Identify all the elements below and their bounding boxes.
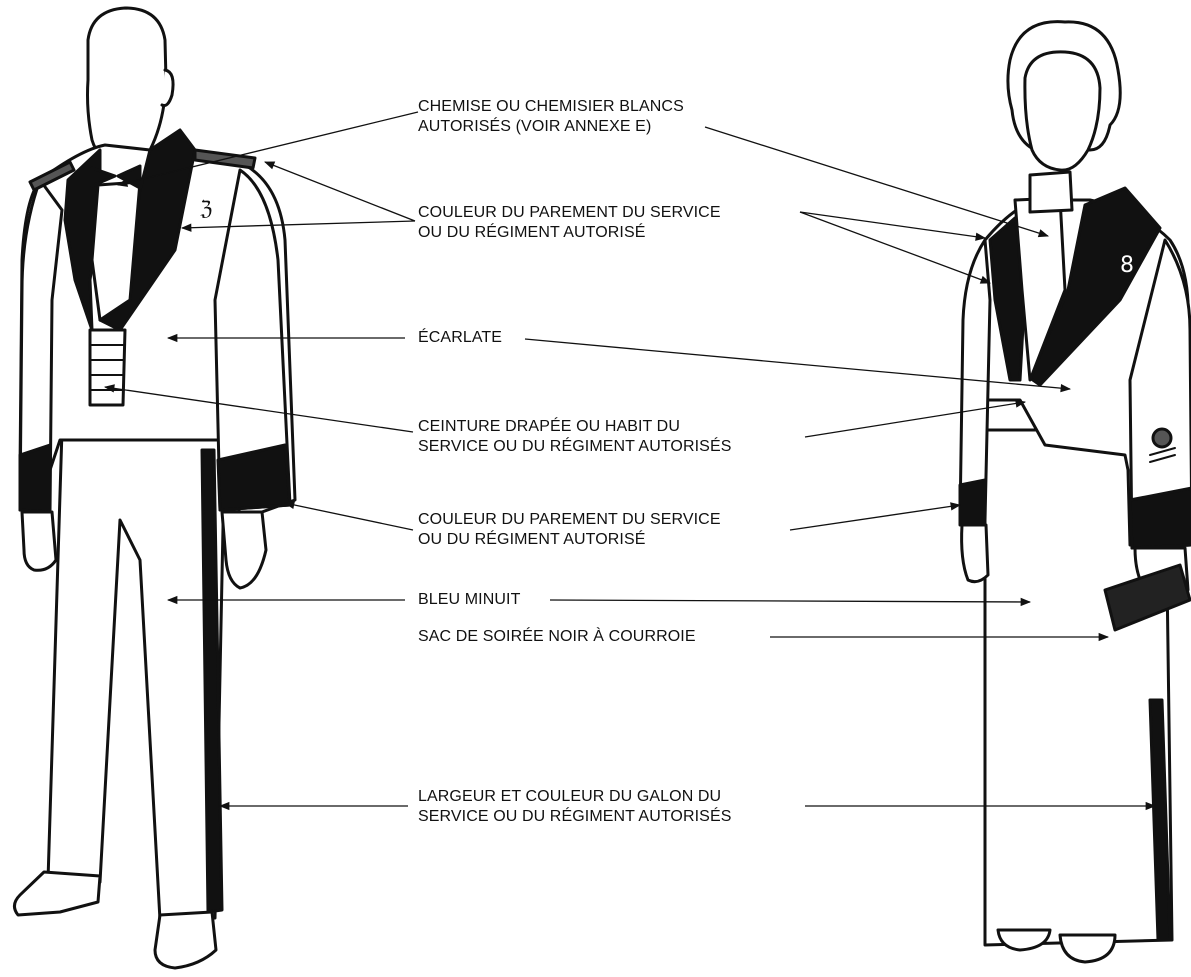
- male-shoe-left: [14, 872, 100, 915]
- leader-facing-female-2: [800, 212, 990, 283]
- svg-text:8: 8: [1120, 253, 1134, 278]
- female-shoe-right: [1060, 935, 1115, 962]
- label-facing-cuffs-line1: COULEUR DU PAREMENT DU SERVICE: [418, 510, 721, 530]
- leader-cuffs-female: [790, 505, 960, 530]
- label-ecarlate-line1: ÉCARLATE: [418, 328, 502, 348]
- male-cuff-left: [20, 445, 50, 512]
- label-facing-collar-line2: OU DU RÉGIMENT AUTORISÉ: [418, 223, 721, 243]
- male-trousers: [48, 430, 225, 920]
- label-bleu-minuit: BLEU MINUIT: [418, 590, 520, 610]
- label-sash-line2: SERVICE OU DU RÉGIMENT AUTORISÉS: [418, 437, 732, 457]
- label-stripe-line2: SERVICE OU DU RÉGIMENT AUTORISÉS: [418, 807, 732, 827]
- leader-facing-male-1: [265, 162, 415, 221]
- female-face: [1025, 52, 1100, 170]
- label-shirt: CHEMISE OU CHEMISIER BLANCS AUTORISÉS (V…: [418, 97, 684, 137]
- female-cuff-right: [1130, 488, 1191, 548]
- female-cuff-left: [960, 480, 985, 525]
- label-shirt-line2: AUTORISÉS (VOIR ANNEXE E): [418, 117, 684, 137]
- label-stripe-line1: LARGEUR ET COULEUR DU GALON DU: [418, 787, 732, 807]
- male-hand-left: [22, 512, 56, 570]
- label-facing-collar-line1: COULEUR DU PAREMENT DU SERVICE: [418, 203, 721, 223]
- label-shirt-line1: CHEMISE OU CHEMISIER BLANCS: [418, 97, 684, 117]
- male-sash: [90, 330, 125, 405]
- label-bag-line1: SAC DE SOIRÉE NOIR À COURROIE: [418, 627, 696, 647]
- label-stripe: LARGEUR ET COULEUR DU GALON DU SERVICE O…: [418, 787, 732, 827]
- male-head: [88, 8, 167, 165]
- female-figure: 8: [960, 22, 1191, 962]
- female-hand-left: [962, 525, 988, 582]
- label-sash: CEINTURE DRAPÉE OU HABIT DU SERVICE OU D…: [418, 417, 732, 457]
- male-hand-right: [222, 512, 266, 588]
- label-facing-cuffs-line2: OU DU RÉGIMENT AUTORISÉ: [418, 530, 721, 550]
- female-shoe-left: [998, 930, 1050, 950]
- label-sash-line1: CEINTURE DRAPÉE OU HABIT DU: [418, 417, 732, 437]
- label-facing-collar: COULEUR DU PAREMENT DU SERVICE OU DU RÉG…: [418, 203, 721, 243]
- leader-shirt-female: [705, 127, 1048, 236]
- leader-bleu-female: [550, 600, 1030, 602]
- label-bag: SAC DE SOIRÉE NOIR À COURROIE: [418, 627, 696, 647]
- label-ecarlate: ÉCARLATE: [418, 328, 502, 348]
- label-facing-cuffs: COULEUR DU PAREMENT DU SERVICE OU DU RÉG…: [418, 510, 721, 550]
- label-bleu-minuit-line1: BLEU MINUIT: [418, 590, 520, 610]
- leader-facing-female-1: [800, 212, 985, 238]
- leader-cuffs-male: [285, 503, 413, 530]
- male-shoe-right: [155, 912, 216, 968]
- svg-text:ℨ: ℨ: [200, 196, 212, 220]
